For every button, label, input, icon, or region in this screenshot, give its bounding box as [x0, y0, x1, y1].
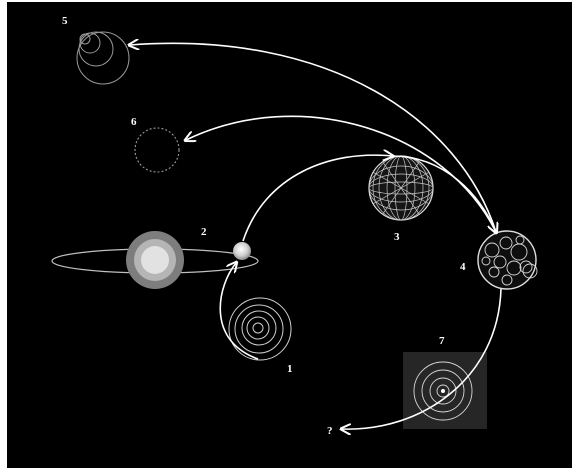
node-2-label: 2 — [201, 226, 207, 238]
node-3-wireframe-sphere — [369, 156, 433, 220]
unknown-label: ? — [327, 425, 333, 437]
node-5-label: 5 — [62, 15, 68, 27]
node-7-rings — [403, 352, 487, 429]
node-6-label: 6 — [131, 116, 137, 128]
node-7-label: 7 — [439, 335, 445, 347]
node-3-label: 3 — [394, 231, 400, 243]
node-1-label: 1 — [287, 363, 293, 375]
diagram-background — [7, 2, 572, 468]
node-4-label: 4 — [460, 261, 466, 273]
node-4-cratered-sphere — [478, 231, 537, 289]
